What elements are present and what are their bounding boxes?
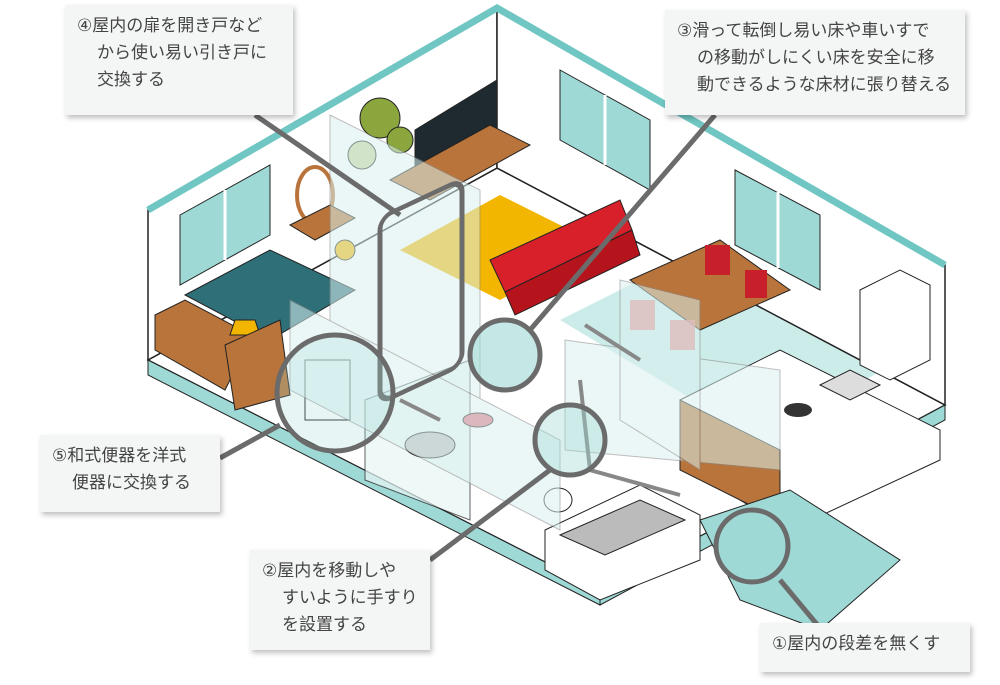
callout-4-sliding-door: ④屋内の扉を開き戸など から使い易い引き戸に 交換する <box>65 5 293 115</box>
window-right <box>734 169 821 291</box>
magnifier-toilet <box>274 332 396 454</box>
callout-2-line-2: すいように手すり <box>282 588 418 608</box>
callout-2-handrail: ②屋内を移動しや すいように手すり を設置する <box>250 550 430 650</box>
callout-2-line-1: ②屋内を移動しや <box>262 561 397 581</box>
glass-partitions <box>289 114 781 531</box>
magnifier-handrail <box>532 402 608 478</box>
magnifier-floor <box>467 317 543 393</box>
callout-5-line-2: 便器に交換する <box>72 473 191 493</box>
sliding-door-highlight <box>377 181 465 402</box>
lamp <box>224 319 291 411</box>
callout-1-line-1: ①屋内の段差を無くす <box>772 634 941 654</box>
callout-3-line-1: ③滑って転倒し易い床や車いすで <box>677 21 930 41</box>
callout-1-step: ①屋内の段差を無くす <box>760 623 970 672</box>
callout-3-line-2: の移動がしにくい床を安全に移 <box>697 48 935 68</box>
callout-4-line-1: ④屋内の扉を開き戸など <box>77 16 263 36</box>
magnifier-step <box>713 507 791 585</box>
sofa <box>489 199 641 316</box>
bathtub <box>543 484 701 601</box>
callout-5-line-1: ⑤和式便器を洋式 <box>52 446 187 466</box>
callout-4-line-3: 交換する <box>97 70 165 90</box>
leader-lines <box>218 112 822 630</box>
callout-3-line-3: 動できるような床材に張り替える <box>697 75 952 95</box>
callout-4-line-2: から使い易い引き戸に <box>97 43 267 63</box>
callout-3-flooring: ③滑って転倒し易い床や車いすで の移動がしにくい床を安全に移 動できるような床材… <box>665 10 965 115</box>
callout-5-toilet: ⑤和式便器を洋式 便器に交換する <box>40 435 220 512</box>
callout-2-line-3: を設置する <box>282 615 367 635</box>
wall-top-edge <box>146 3 947 269</box>
window-left <box>179 164 271 286</box>
